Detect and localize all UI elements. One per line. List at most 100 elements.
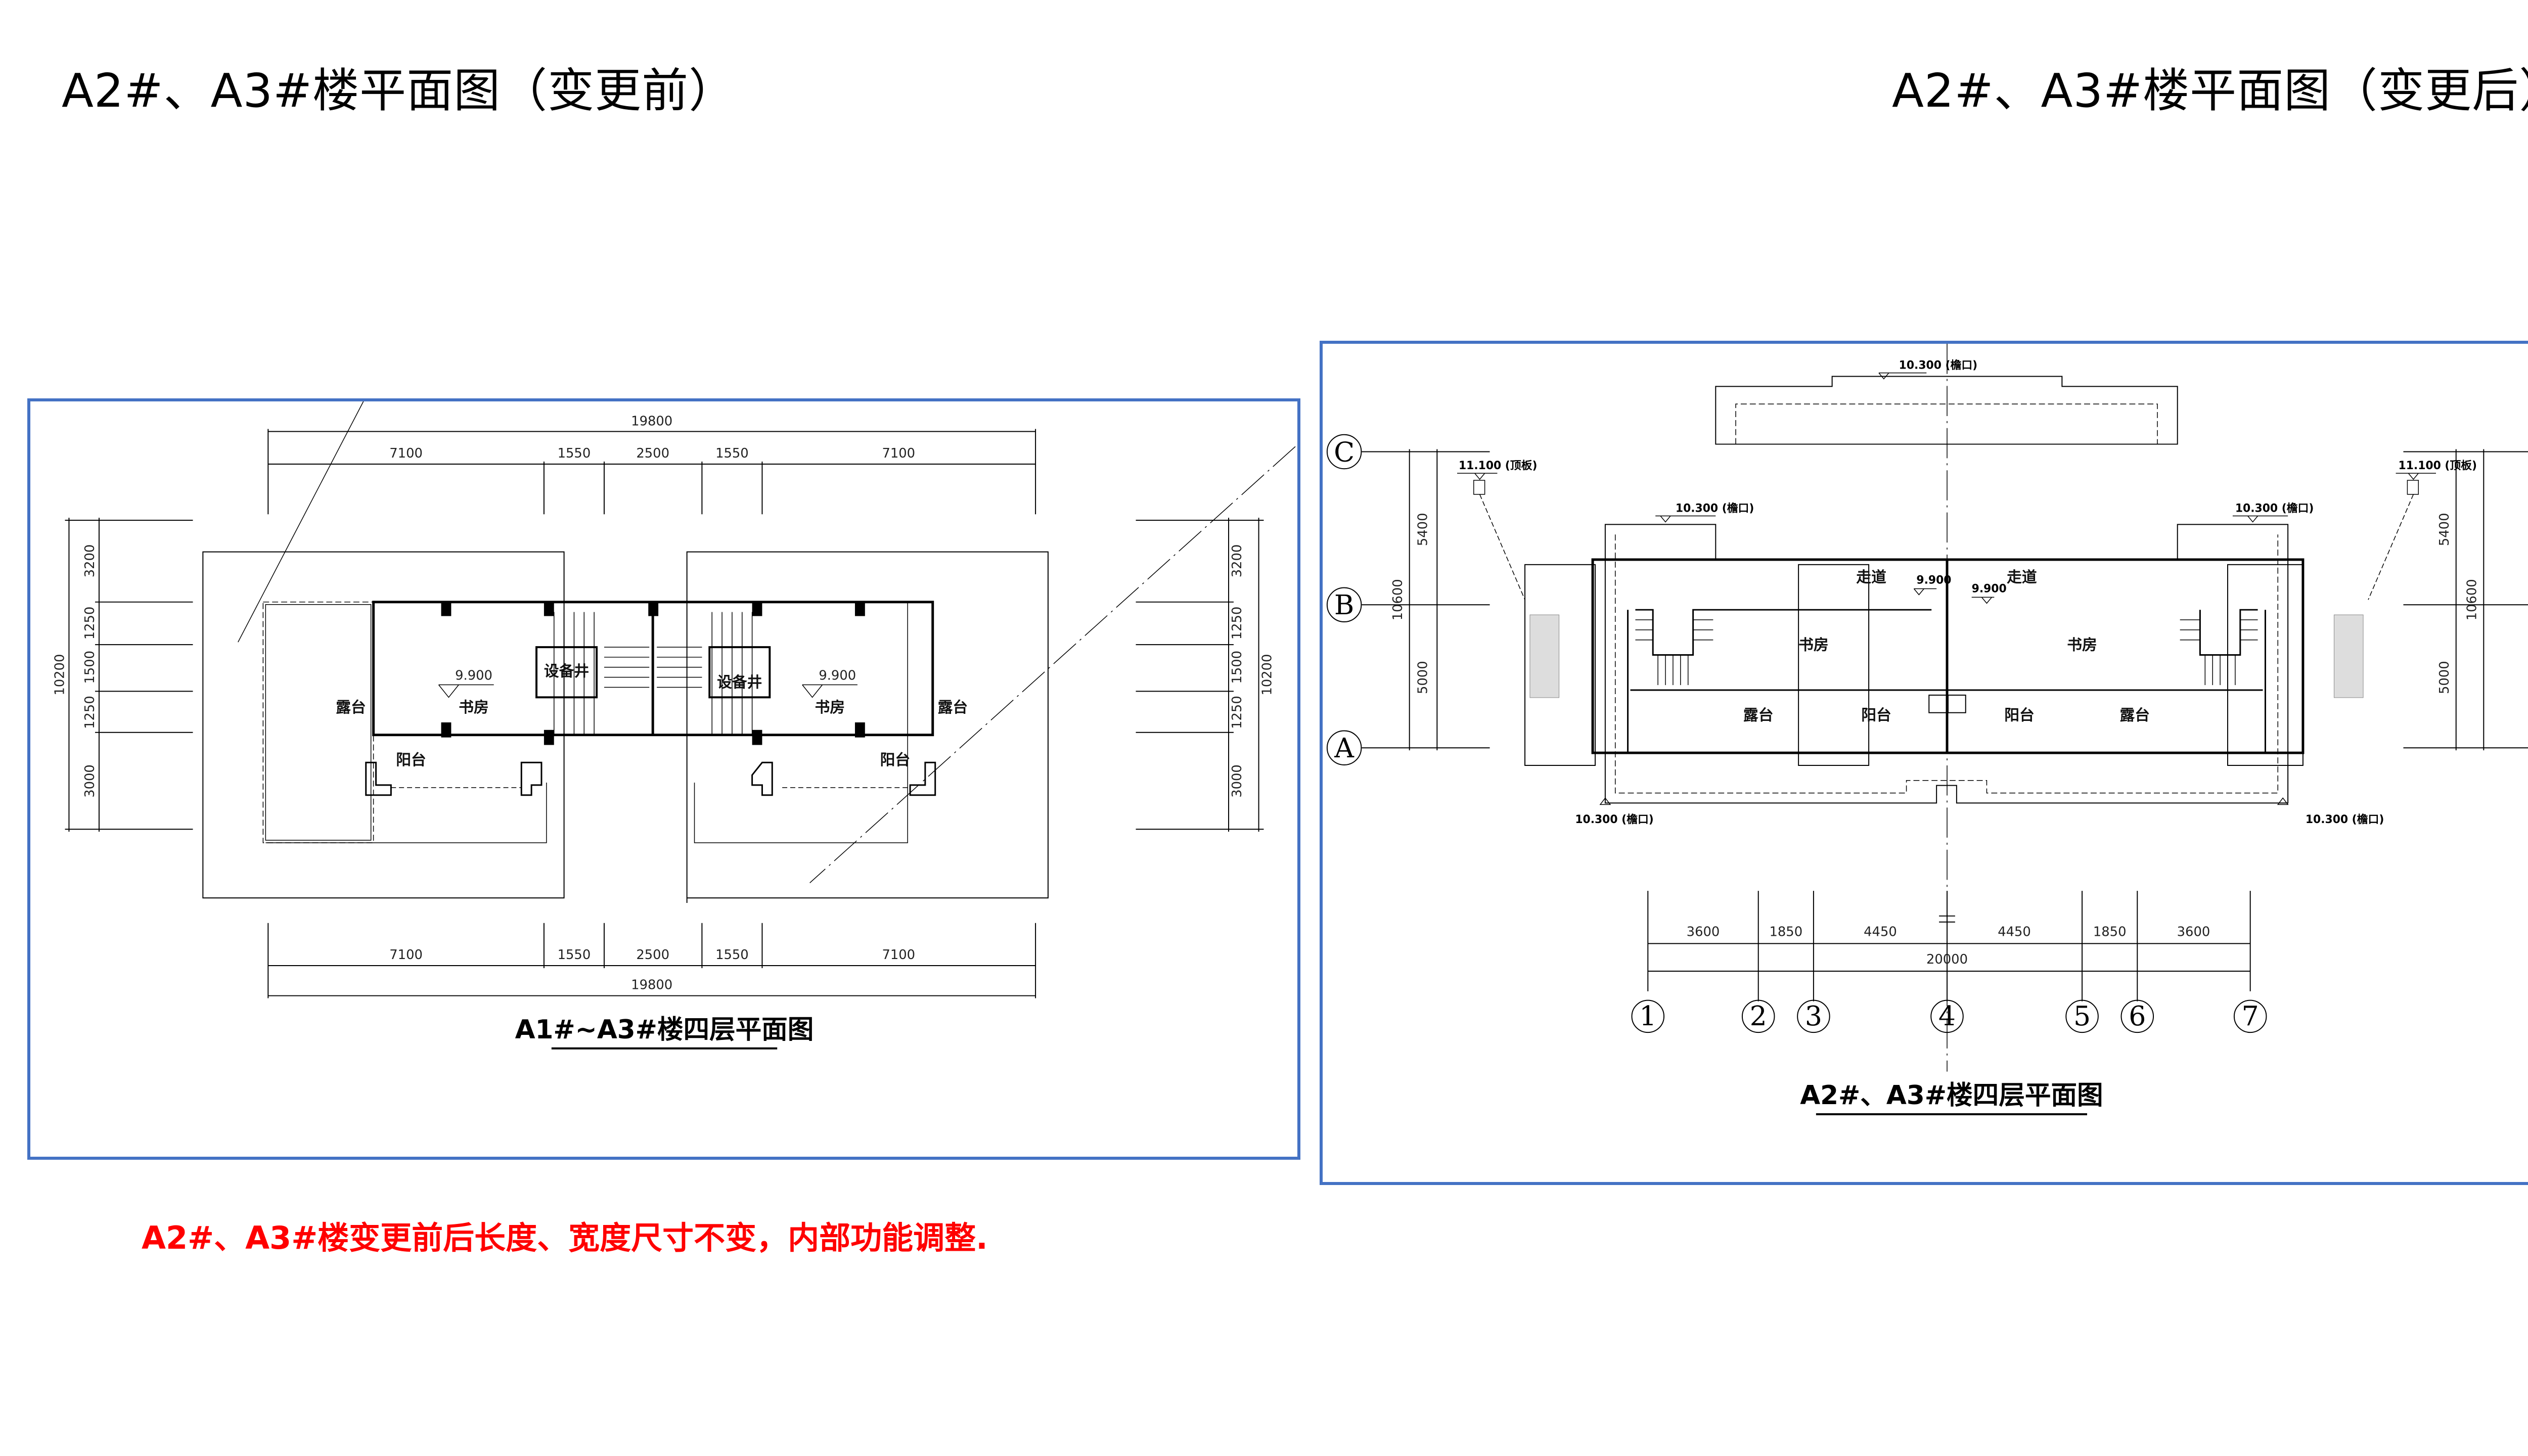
columns	[441, 601, 865, 745]
axis-grid-left: 5400 5000 10600	[1362, 449, 1490, 751]
dim-seg: 3200	[1230, 544, 1245, 578]
room-label-balcony: 阳台	[1861, 707, 1891, 724]
dim-total-top: 19800	[631, 414, 672, 429]
dim-seg: 1850	[1769, 925, 1802, 940]
axis-grid-right: 5400 5000 10600	[2403, 449, 2528, 751]
dim-seg: 3000	[1230, 764, 1245, 798]
room-label-study: 书房	[459, 699, 489, 716]
axis-bubble-B-left: B	[1326, 587, 1362, 623]
dim-total: 20000	[1926, 952, 1968, 967]
after-plan-frame: 10.300 (檐口) 5400 5000 10600 C B A 5400 5…	[1320, 341, 2528, 1185]
axis-bubble-7: 7	[2233, 999, 2267, 1033]
stairs-right	[2180, 609, 2258, 686]
elevation-mark: 9.900	[1913, 574, 1951, 596]
svg-text:3: 3	[1805, 1000, 1822, 1032]
terrace-right	[1798, 564, 1870, 766]
room-label-study: 书房	[1798, 636, 1829, 654]
axis-bubble-A-left: A	[1326, 730, 1362, 765]
dim-seg: 2500	[636, 947, 669, 963]
dim-seg: 1250	[1230, 607, 1245, 640]
drawing-title-after: A2#、A3#楼四层平面图	[1800, 1080, 2103, 1111]
svg-text:9.900: 9.900	[1972, 582, 2007, 595]
svg-text:11.100 (顶板): 11.100 (顶板)	[2399, 460, 2477, 472]
svg-text:9.900: 9.900	[819, 668, 856, 684]
dim-seg: 1250	[82, 607, 98, 640]
room-label-terrace: 露台	[1743, 707, 1774, 724]
dim-seg: 1550	[715, 446, 749, 461]
svg-text:2: 2	[1750, 1000, 1767, 1032]
roof-outline-right	[686, 551, 1049, 903]
stairs-left	[1635, 609, 1932, 686]
balcony-pillars	[365, 761, 936, 796]
roof-dashed	[1615, 534, 2279, 794]
bottom-dimensions: 3600 1850 4450 4450 1850 3600 20000	[1647, 891, 2251, 1002]
room-label-terrace: 露台	[336, 699, 366, 716]
elevation-mark: 9.900	[802, 668, 857, 698]
dim-seg: 5000	[2437, 661, 2452, 694]
terrace-left	[1524, 564, 1596, 766]
dim-total-left: 10200	[53, 654, 68, 696]
dim-seg: 4450	[1864, 925, 1897, 940]
elevation-mark: 10.300 (檐口)	[1878, 359, 1977, 380]
room-label-balcony: 阳台	[396, 751, 426, 769]
svg-text:10.300 (檐口): 10.300 (檐口)	[2235, 502, 2314, 515]
before-plan-frame: 19800 7100 1550 2500 1550 7100 7100 1550…	[27, 398, 1300, 1160]
stairs-right	[657, 612, 753, 735]
elevation-mark: 10.300 (檐口)	[1575, 797, 1654, 826]
axis-bubble-3: 3	[1797, 999, 1830, 1033]
planter	[1529, 614, 1560, 698]
room-label-terrace: 露台	[938, 699, 968, 716]
dim-seg: 3000	[82, 764, 98, 798]
svg-text:10.300 (檐口): 10.300 (檐口)	[2306, 813, 2384, 826]
elevation-mark: 9.900	[438, 668, 494, 698]
elevation-mark: 11.100 (顶板)	[2368, 460, 2477, 600]
dim-seg: 5000	[1415, 661, 1430, 694]
dim-seg: 1500	[1230, 651, 1245, 684]
bottom-dimensions: 7100 1550 2500 1550 7100 19800	[267, 923, 1036, 998]
room-label-corridor: 走道	[1856, 569, 1886, 586]
room-label-shaft: 设备井	[544, 663, 589, 680]
room-label-study: 书房	[815, 699, 845, 716]
room-label-study: 书房	[2067, 636, 2097, 654]
top-dimensions: 19800 7100 1550 2500 1550 7100	[267, 414, 1036, 515]
title-before: A2#、A3#楼平面图（变更前）	[62, 64, 736, 118]
dim-seg: 5400	[2437, 513, 2452, 547]
svg-text:B: B	[1334, 589, 1354, 621]
axis-bubble-5: 5	[2065, 999, 2099, 1033]
leader-line	[238, 401, 364, 643]
svg-text:7: 7	[2242, 1000, 2259, 1032]
stairs-left	[554, 612, 650, 735]
dim-seg: 5400	[1415, 513, 1430, 547]
dim-seg: 1550	[558, 446, 591, 461]
svg-text:4: 4	[1938, 1000, 1956, 1032]
svg-text:6: 6	[2129, 1000, 2146, 1032]
elevation-mark: 9.900	[1971, 582, 2007, 604]
room-label-balcony: 阳台	[2004, 707, 2035, 724]
dim-total-bottom: 19800	[631, 978, 672, 993]
dim-total-right: 10200	[1259, 654, 1275, 696]
dim-seg: 1550	[558, 947, 591, 963]
axis-bubble-6: 6	[2120, 999, 2154, 1033]
title-after: A2#、A3#楼平面图（变更后）	[1892, 64, 2528, 118]
ac-unit	[1928, 694, 1947, 713]
axis-bubble-2: 2	[1741, 999, 1775, 1033]
terrace-parapet	[262, 602, 374, 843]
elevation-mark: 11.100 (顶板)	[1457, 460, 1537, 600]
svg-text:C: C	[1334, 436, 1355, 468]
elevation-mark: 10.300 (檐口)	[2232, 502, 2314, 523]
terrace-parapet	[265, 782, 547, 843]
right-dimensions: 3200 1250 1500 1250 3000 10200	[1136, 518, 1275, 832]
dim-seg: 3200	[82, 544, 98, 578]
terrace-parapet	[694, 602, 908, 843]
roof-top-dashed	[1735, 403, 2158, 444]
leader-line	[809, 446, 1296, 883]
room-label-corridor: 走道	[2007, 569, 2037, 586]
dim-seg: 4450	[1998, 925, 2031, 940]
before-floor-plan: 19800 7100 1550 2500 1550 7100 7100 1550…	[53, 401, 1296, 1050]
svg-text:10.300 (檐口): 10.300 (檐口)	[1676, 502, 1754, 515]
change-caption: A2#、A3#楼变更前后长度、宽度尺寸不变，内部功能调整.	[142, 1219, 988, 1256]
dim-total: 10600	[1390, 579, 1406, 620]
equipment-shaft	[708, 646, 771, 699]
equipment-shaft	[535, 646, 598, 699]
svg-text:9.900: 9.900	[455, 668, 492, 684]
